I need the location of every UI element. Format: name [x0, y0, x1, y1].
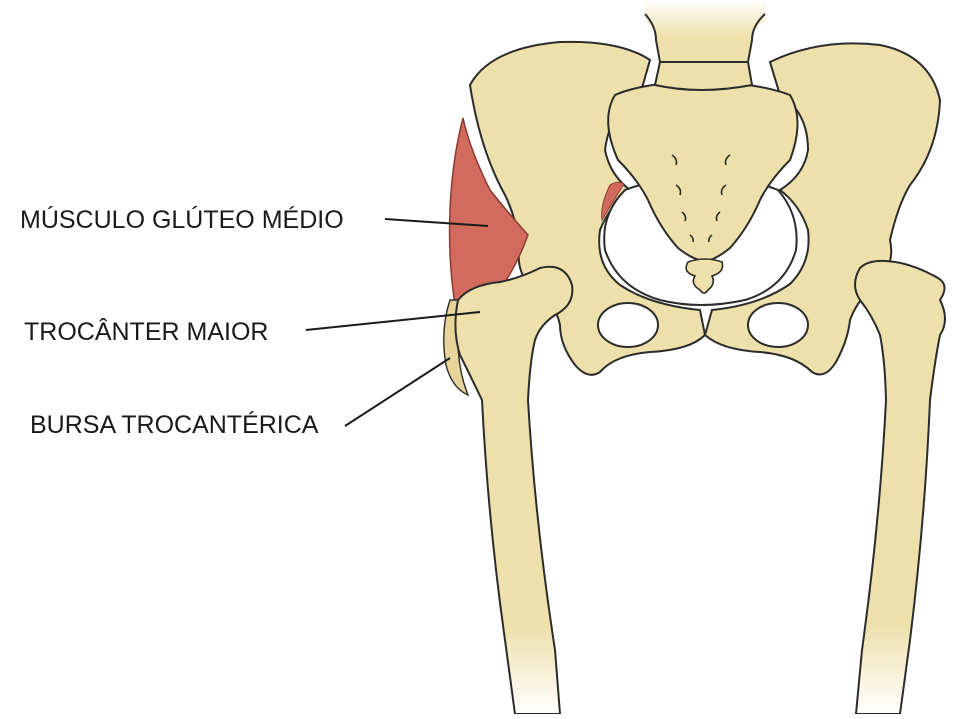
lumbosacral-disc	[653, 61, 754, 91]
left-obturator-foramen	[597, 302, 659, 348]
trochanteric-bursa-leader-line	[344, 357, 451, 427]
sacral-foramina	[671, 154, 731, 243]
label-trochanteric-bursa: BURSA TROCANTÉRICA	[30, 411, 319, 439]
right-femur	[854, 259, 946, 715]
left-femur	[454, 265, 574, 715]
greater-trochanter-leader-line	[305, 311, 481, 331]
right-obturator-foramen	[747, 302, 809, 348]
gluteus-medius-leader-line	[384, 218, 489, 227]
lumbar-vertebra	[644, 0, 766, 63]
coccyx	[685, 258, 724, 294]
label-gluteus-medius: MÚSCULO GLÚTEO MÉDIO	[20, 206, 344, 234]
gluteus-medius-muscle-right	[601, 181, 625, 222]
label-greater-trochanter: TROCÂNTER MAIOR	[24, 318, 269, 346]
